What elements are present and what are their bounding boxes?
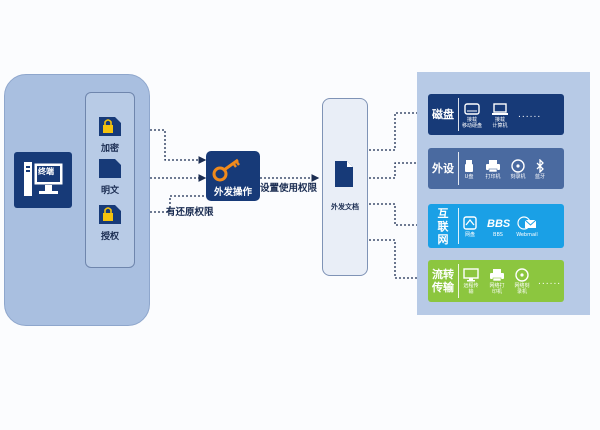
bluetooth-icon: [536, 158, 544, 173]
category-item: 网络打印机: [488, 268, 506, 295]
category-item-label: 接载 移动硬盘: [462, 116, 483, 129]
category-item: 接载 移动硬盘: [462, 102, 482, 129]
file-label-encrypted: 加密: [100, 144, 119, 154]
category-peripheral: 外设 U盘 打印机 刻录机 蓝牙: [428, 148, 564, 189]
disc-icon: [515, 268, 529, 282]
outbound-document-label: 外发文档: [331, 203, 359, 211]
svg-text:BBS: BBS: [487, 218, 510, 230]
category-item-label: 远程传输: [463, 283, 479, 295]
usb-icon: [465, 159, 473, 172]
cloud-drive-icon: [463, 216, 477, 230]
category-item: U盘: [462, 159, 476, 180]
category-item: 蓝牙: [534, 158, 546, 180]
edge-doc-to-transfer: [369, 239, 430, 282]
drive-icon: [464, 102, 480, 115]
mail-icon: [517, 216, 537, 230]
terminal-icon: [24, 162, 63, 196]
key-icon: [212, 158, 240, 182]
category-item-label: BBS: [493, 232, 503, 238]
computer-icon: [492, 102, 509, 115]
file-label-plaintext: 明文: [100, 186, 119, 196]
edge-doc-to-disk: [369, 109, 430, 151]
edge-doc-to-internet: [369, 203, 430, 229]
category-label: 流转传输: [432, 268, 454, 294]
edge-restore-permission: [128, 195, 233, 216]
terminal-box: 终端: [14, 152, 72, 208]
category-item: BBS BBS: [486, 215, 510, 238]
category-disk: 磁盘 接载 移动硬盘 接载 计算机 ......: [428, 94, 564, 135]
outbound-operation-node: 外发操作: [206, 151, 260, 201]
more-ellipsis: ......: [538, 276, 562, 287]
file-authorized: 授权: [96, 204, 124, 242]
document-icon: [335, 161, 353, 187]
category-item-label: Webmail: [516, 232, 538, 238]
category-item-label: 接载 计算机: [492, 116, 508, 129]
monitor-icon: [463, 268, 479, 282]
edge-doc-to-peripheral: [369, 159, 430, 179]
category-item: 远程传输: [462, 268, 480, 295]
printer-icon: [486, 159, 500, 172]
category-item-label: 蓝牙: [534, 173, 545, 180]
disc-icon: [511, 158, 525, 173]
document-icon: [99, 159, 121, 178]
category-item-label: 网络打印机: [489, 283, 505, 295]
category-item: 接载 计算机: [490, 102, 510, 129]
category-internet: 互联网 网盘 BBS BBS Webmail: [428, 204, 564, 248]
set-permission-label: 设置使用权限: [260, 183, 318, 194]
printer-icon: [490, 269, 504, 282]
category-item-label: 网盘: [464, 232, 475, 238]
terminal-label: 终端: [38, 167, 54, 176]
category-item-label: 网络刻录机: [514, 283, 530, 295]
file-label-authorized: 授权: [100, 232, 119, 242]
file-plaintext: 明文: [96, 158, 124, 196]
bbs-icon: BBS: [487, 218, 510, 230]
category-item: 刻录机: [510, 158, 526, 180]
category-item-label: 刻录机: [510, 173, 526, 180]
outbound-operation-label: 外发操作: [213, 187, 252, 198]
category-label: 磁盘: [432, 108, 454, 121]
category-item: 网盘: [462, 215, 478, 238]
category-label: 外设: [432, 162, 454, 175]
lock-icon: [99, 117, 121, 136]
lock-icon: [99, 205, 121, 224]
restore-permission-label: 有还原权限: [166, 207, 214, 218]
category-transfer: 流转传输 远程传输 网络打印机 网络刻录机 ......: [428, 260, 564, 302]
category-item: 打印机: [484, 159, 502, 180]
category-item: Webmail: [516, 215, 538, 238]
more-ellipsis: ......: [518, 110, 542, 120]
category-item: 网络刻录机: [514, 268, 530, 295]
category-item-label: U盘: [464, 173, 474, 180]
edge-encrypted-to-operation: [126, 129, 207, 164]
category-item-label: 打印机: [485, 173, 501, 180]
category-label: 互联网: [437, 206, 449, 246]
file-encrypted: 加密: [96, 116, 124, 154]
